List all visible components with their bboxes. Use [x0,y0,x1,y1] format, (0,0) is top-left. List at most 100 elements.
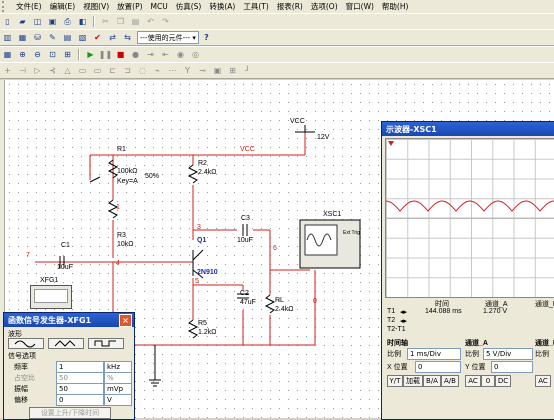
square-wave-button[interactable] [88,338,124,349]
c3-capacitor [242,224,248,236]
place-mixed-icon[interactable]: ⊐ [124,66,131,75]
help-icon[interactable]: ? [204,33,209,42]
print-preview-icon[interactable]: ◧ [78,17,87,26]
t1-arrows[interactable]: ◂▸ [400,309,408,316]
r5-resistor [187,319,199,339]
timebase-title: 时间轴 [387,340,408,347]
c1-capacitor [59,256,65,268]
menu-edit[interactable]: 编辑(E) [49,2,76,11]
postprocessor-icon[interactable]: ▧ [78,33,87,42]
menu-options[interactable]: 选项(O) [310,2,338,11]
place-ttl-icon[interactable]: ▭ [78,66,87,75]
xpos-field[interactable]: 0 [415,361,461,373]
offset-unit[interactable]: V [104,394,132,406]
place-bus-icon[interactable]: ┘ [245,66,250,75]
place-indicator-icon[interactable]: ◌ [139,66,146,75]
pause-icon[interactable]: ❚❚ [98,50,113,59]
redo-icon[interactable]: ↷ [162,17,169,26]
timebase-scale-field[interactable]: 1 ms/Div [407,348,461,360]
load-button[interactable]: 加载 [403,375,423,387]
cha-dc-button[interactable]: DC [495,375,511,387]
xpos-label: X 位置 [387,364,408,371]
c1-name: C1 [61,242,70,249]
zoom-fit-icon[interactable]: ⊞ [64,50,71,59]
back-annotate-icon[interactable]: ⇄ [109,33,116,42]
step-over-icon[interactable]: ⇥ [147,50,154,59]
erc-icon[interactable]: ✔ [94,33,101,42]
cha-zero-button[interactable]: 0 [481,375,495,387]
rise-fall-time-button[interactable]: 设置上升/下降时间 [29,407,111,419]
component-wizard-icon[interactable]: ✎ [49,33,56,42]
menu-help[interactable]: 帮助(H) [381,2,409,11]
ab-button[interactable]: A/B [441,375,459,387]
menu-place[interactable]: 放置(P) [117,2,143,11]
toggle-project-icon[interactable]: ▥ [3,33,12,42]
paste-icon[interactable]: ▤ [131,17,140,26]
place-transistor-icon[interactable]: ⊰ [49,66,56,75]
ba-button[interactable]: B/A [423,375,441,387]
breakpoint-icon[interactable]: ◉ [177,50,184,59]
step-out-icon[interactable]: ⇤ [162,50,169,59]
menu-tools[interactable]: 工具(T) [243,2,269,11]
fgen-title: 函数信号发生器-XFG1 [8,315,92,325]
run-icon[interactable]: ▶ [87,50,94,59]
cha-ac-button[interactable]: AC [465,375,481,387]
menu-reports[interactable]: 报表(R) [276,2,303,11]
schematic [35,125,361,387]
vcc-symbol [295,125,315,133]
place-rf-icon[interactable]: Y [185,66,190,75]
menu-view[interactable]: 视图(V) [83,2,110,11]
zoom-area-icon[interactable]: ⊡ [49,50,56,59]
cha-scale-field[interactable]: 5 V/Div [483,348,533,360]
copy-icon[interactable]: ❐ [116,17,125,26]
menu-simulate[interactable]: 仿真(S) [175,2,202,11]
step-icon[interactable]: ● [132,50,139,59]
sine-wave-button[interactable] [8,338,44,349]
ypos-field[interactable]: 0 [491,361,533,373]
place-basic-icon[interactable]: ⊣ [19,66,26,75]
open-folder-icon[interactable]: ▰ [19,17,26,26]
place-source-icon[interactable]: + [4,66,11,75]
place-misc-digital-icon[interactable]: ⊏ [109,66,116,75]
place-diode-icon[interactable]: ▷ [34,66,41,75]
place-hier-icon[interactable]: ⊞ [229,66,236,75]
undo-icon[interactable]: ↶ [147,17,154,26]
place-misc-icon[interactable]: ⋯ [168,66,177,75]
zoom-out-icon[interactable]: ⊖ [34,50,41,59]
cut-icon[interactable]: ✂ [102,17,109,26]
chb-ac-button[interactable]: AC [535,375,551,387]
place-electromech-icon[interactable]: ⊸ [199,66,206,75]
database-icon[interactable]: ⛁ [34,33,41,42]
menu-bar: 文件(E) 编辑(E) 视图(V) 放置(P) MCU 仿真(S) 转换(A) … [0,0,554,13]
forward-annotate-icon[interactable]: ⇆ [124,33,131,42]
scope-traces [386,141,554,219]
grapher-icon[interactable]: ▤ [63,33,72,42]
grid-icon[interactable]: ▦ [3,50,12,59]
t2-arrows[interactable]: ◂▸ [400,318,408,325]
menu-file[interactable]: 文件(E) [16,2,42,11]
c2-capacitor [237,293,249,299]
stop-icon[interactable]: ■ [116,50,125,59]
triangle-wave-button[interactable] [48,338,84,349]
xfg1-instrument[interactable] [30,285,72,309]
place-mcu-icon[interactable]: ▣ [213,66,222,75]
menu-mcu[interactable]: MCU [150,2,168,11]
place-analog-icon[interactable]: △ [64,66,71,75]
open-design-icon[interactable]: ◫ [33,17,42,26]
offset-field[interactable]: 0 [56,394,104,406]
cha-title: 通道_A [465,340,488,347]
save-icon[interactable]: ▣ [48,17,57,26]
vcc-label: VCC [290,118,305,125]
place-power-icon[interactable]: ⌁ [155,66,160,75]
print-icon[interactable]: ⎙ [64,16,71,26]
zoom-in-icon[interactable]: ⊕ [19,50,26,59]
menu-window[interactable]: 窗口(W) [345,2,374,11]
new-file-icon[interactable]: ▯ [5,17,10,26]
menu-transfer[interactable]: 转换(A) [209,2,236,11]
spreadsheet-icon[interactable]: ▦ [18,33,27,42]
place-cmos-icon[interactable]: ▭ [93,66,102,75]
close-icon[interactable]: × [119,313,132,327]
remove-breakpoints-icon[interactable]: ◎ [192,50,199,59]
in-use-list-dropdown[interactable]: ---使用的元件--- ▾ [137,31,199,44]
yt-button[interactable]: Y/T [387,375,403,387]
